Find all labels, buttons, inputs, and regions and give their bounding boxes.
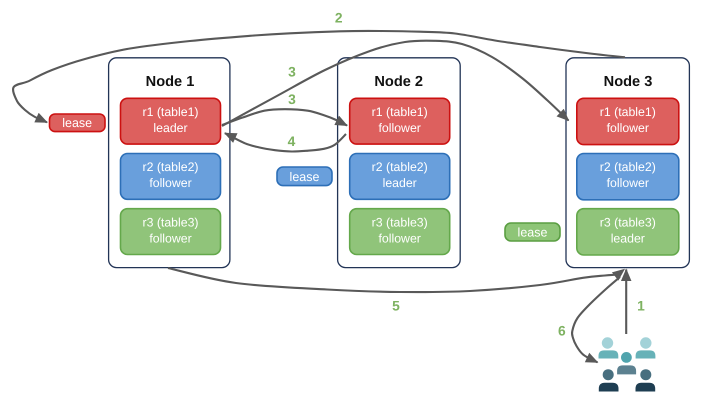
svg-text:leader: leader [153, 121, 187, 135]
svg-text:2: 2 [335, 11, 343, 26]
svg-text:follower: follower [607, 176, 649, 190]
svg-text:r2 (table2): r2 (table2) [600, 160, 656, 174]
svg-text:r3 (table3): r3 (table3) [600, 215, 656, 229]
svg-text:r1 (table1): r1 (table1) [600, 105, 656, 119]
svg-text:5: 5 [392, 298, 400, 313]
svg-text:lease: lease [518, 226, 548, 240]
svg-text:3: 3 [288, 65, 296, 80]
svg-text:r1 (table1): r1 (table1) [142, 105, 198, 119]
svg-text:lease: lease [290, 170, 320, 184]
svg-text:r2 (table2): r2 (table2) [142, 160, 198, 174]
svg-text:follower: follower [379, 231, 421, 245]
svg-text:leader: leader [611, 231, 645, 245]
svg-text:r3 (table3): r3 (table3) [372, 215, 428, 229]
svg-text:Node 3: Node 3 [604, 74, 653, 90]
svg-text:3: 3 [288, 92, 296, 107]
svg-text:follower: follower [149, 176, 191, 190]
svg-text:6: 6 [558, 324, 566, 339]
svg-text:1: 1 [637, 299, 645, 314]
svg-text:Node 2: Node 2 [374, 74, 423, 90]
svg-text:r2 (table2): r2 (table2) [372, 160, 428, 174]
svg-text:lease: lease [62, 116, 92, 130]
svg-text:follower: follower [607, 121, 649, 135]
svg-text:follower: follower [379, 121, 421, 135]
svg-text:Node 1: Node 1 [146, 74, 195, 90]
svg-text:4: 4 [288, 134, 296, 149]
svg-text:r1 (table1): r1 (table1) [372, 105, 428, 119]
svg-text:r3 (table3): r3 (table3) [142, 215, 198, 229]
svg-text:leader: leader [383, 176, 417, 190]
svg-text:follower: follower [149, 231, 191, 245]
